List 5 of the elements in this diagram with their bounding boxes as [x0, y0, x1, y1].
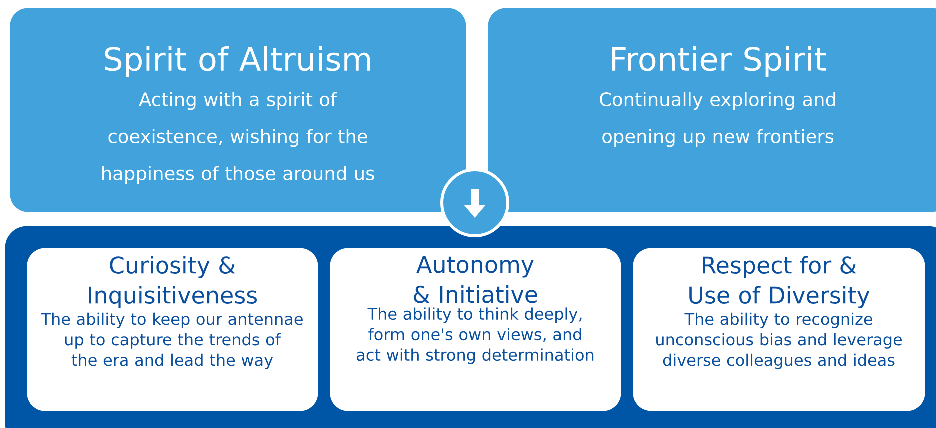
value-card: Autonomy & Initiative The ability to think deeply, form one's own views, and act with strong determination	[330, 248, 622, 412]
value-card: Respect for & Use of Diversity The ability to recognize unconscious bias and leverage diverse colleagues and ideas	[633, 248, 926, 412]
value-box: Frontier Spirit Continually exploring and opening up new frontiers	[488, 8, 936, 212]
value-card: Curiosity & Inquisitiveness The ability to keep our antennae up to capture the trends of the era and lead the way	[27, 248, 318, 412]
value-box: Spirit of Altruism Acting with a spirit of coexistence, wishing for the happiness of those around us	[10, 8, 466, 212]
